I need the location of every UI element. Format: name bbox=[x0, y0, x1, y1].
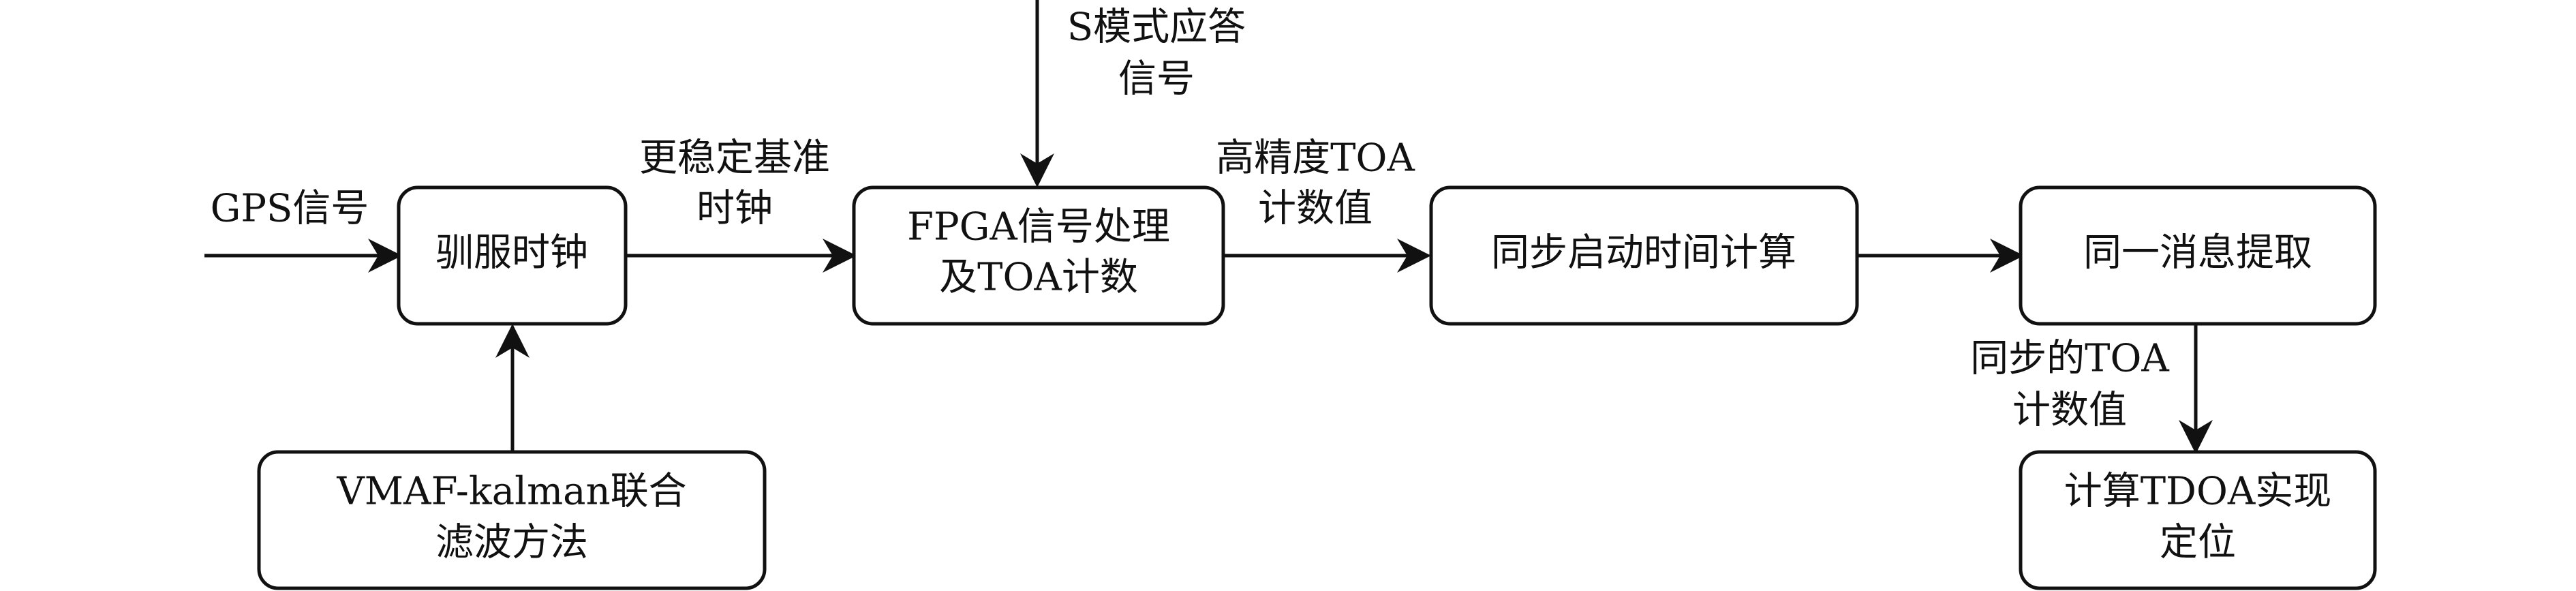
node-vmaf-label-line1: VMAF-kalman联合 bbox=[336, 470, 686, 514]
node-fpga-label-line1: FPGA信号处理 bbox=[907, 205, 1170, 249]
node-fpga-label-line2: 及TOA计数 bbox=[939, 256, 1138, 300]
label-high-precision-toa-line1: 高精度TOA bbox=[1216, 136, 1415, 181]
label-stable-ref-clock-line1: 更稳定基准 bbox=[639, 136, 830, 181]
node-msg-extract-label: 同一消息提取 bbox=[2083, 231, 2312, 275]
node-tdoa: 计算TDOA实现 定位 bbox=[2019, 450, 2377, 590]
node-vmaf: VMAF-kalman联合 滤波方法 bbox=[257, 450, 767, 590]
node-disciplined-clock: 驯服时钟 bbox=[397, 185, 628, 326]
label-stable-ref-clock-line2: 时钟 bbox=[696, 187, 773, 231]
node-tdoa-label-line1: 计算TDOA实现 bbox=[2064, 470, 2332, 514]
label-s-mode-reply-line2: 信号 bbox=[1118, 57, 1195, 102]
label-synced-toa-line1: 同步的TOA bbox=[1970, 337, 2169, 381]
node-disciplined-clock-label: 驯服时钟 bbox=[435, 231, 588, 275]
node-tdoa-label-line2: 定位 bbox=[2160, 521, 2236, 565]
label-gps-signal: GPS信号 bbox=[211, 187, 369, 231]
node-vmaf-label-line2: 滤波方法 bbox=[435, 521, 588, 565]
label-high-precision-toa-line2: 计数值 bbox=[1258, 187, 1373, 231]
node-sync-start-label: 同步启动时间计算 bbox=[1491, 231, 1796, 275]
label-s-mode-reply-line1: S模式应答 bbox=[1067, 5, 1246, 50]
label-synced-toa-line2: 计数值 bbox=[2012, 389, 2127, 433]
node-sync-start: 同步启动时间计算 bbox=[1429, 185, 1859, 326]
node-fpga: FPGA信号处理 及TOA计数 bbox=[852, 185, 1225, 326]
node-msg-extract: 同一消息提取 bbox=[2019, 185, 2377, 326]
